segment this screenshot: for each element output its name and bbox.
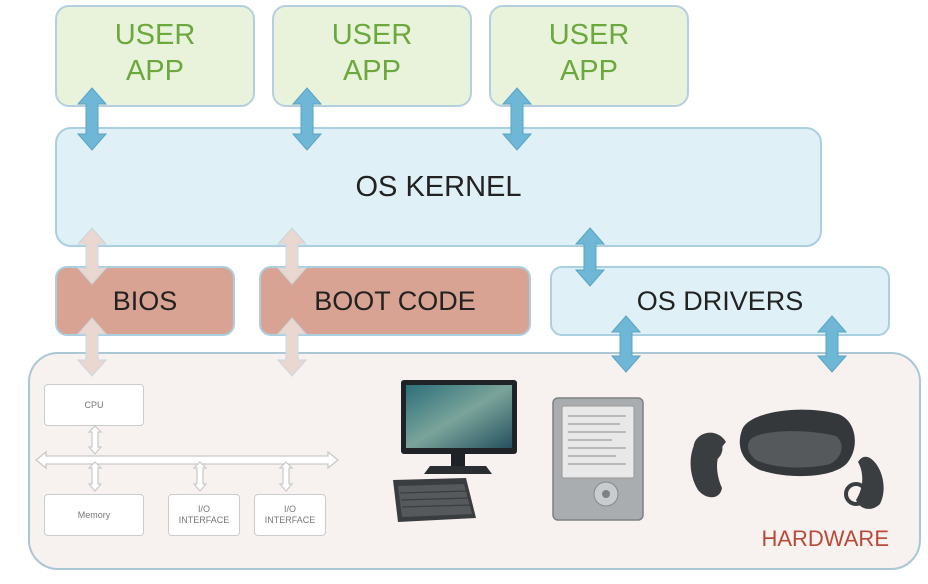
os-kernel-box: OS KERNEL <box>55 127 822 247</box>
user-app-1: USER APP <box>55 5 255 107</box>
os-drivers-box: OS DRIVERS <box>550 266 890 336</box>
hardware-label: HARDWARE <box>761 526 889 551</box>
arrow-kernel-boot <box>276 227 308 285</box>
bios-box: BIOS <box>55 266 235 336</box>
system-bus-arrow <box>34 450 340 470</box>
kernel-label: OS KERNEL <box>355 170 522 203</box>
monitor-icon <box>401 380 517 474</box>
arrow-app1-kernel <box>76 87 108 151</box>
memory-block: Memory <box>44 494 144 536</box>
cpu-block: CPU <box>44 384 144 426</box>
arrow-app2-kernel <box>291 87 323 151</box>
boot-code-label: BOOT CODE <box>314 285 476 316</box>
arrow-drivers-hw-1 <box>610 315 642 373</box>
arrow-kernel-bios <box>76 227 108 285</box>
keyboard-icon <box>393 478 476 522</box>
arrow-kernel-drivers <box>574 227 606 287</box>
user-app-3: USER APP <box>489 5 689 107</box>
arrow-app3-kernel <box>501 87 533 151</box>
bus-connector-arrows <box>87 425 294 492</box>
pale-arrows <box>76 227 308 377</box>
io-interface-1: I/O INTERFACE <box>168 494 240 536</box>
os-drivers-label: OS DRIVERS <box>636 285 804 316</box>
io-interface-2: I/O INTERFACE <box>254 494 326 536</box>
blue-arrows <box>76 87 848 373</box>
vr-headset-icon <box>690 409 884 509</box>
boot-code-box: BOOT CODE <box>259 266 531 336</box>
arrow-boot-hw <box>276 317 308 377</box>
bios-label: BIOS <box>112 285 178 316</box>
arrow-drivers-hw-2 <box>816 315 848 373</box>
arrow-bios-hw <box>76 317 108 377</box>
hard-drive-icon <box>552 397 644 521</box>
